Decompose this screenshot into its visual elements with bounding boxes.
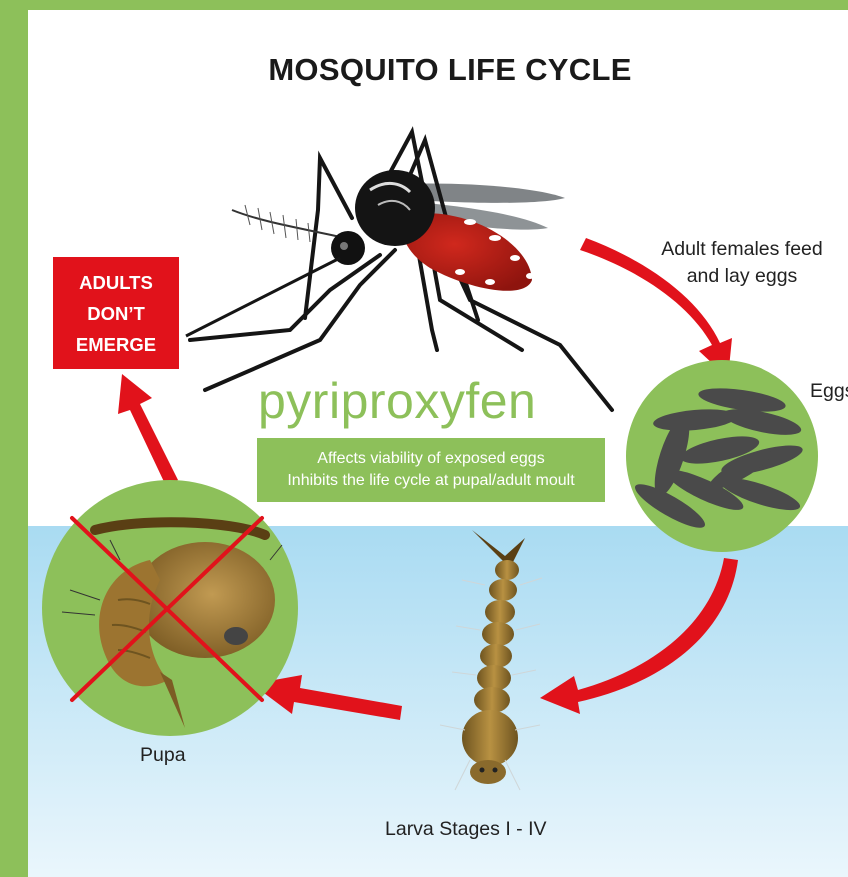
adult-stage-line-2: and lay eggs <box>612 263 848 290</box>
diagram-title: MOSQUITO LIFE CYCLE <box>0 52 848 88</box>
effect-line-1: Affects viability of exposed eggs <box>257 448 605 470</box>
larva-stage-label: Larva Stages I - IV <box>385 818 547 841</box>
eggs-stage-label: Eggs <box>810 380 848 403</box>
adult-stage-label: Adult females feed and lay eggs <box>612 236 848 290</box>
adults-box-line-1: ADULTS <box>53 267 179 298</box>
adults-box-line-2: DON’T <box>53 298 179 329</box>
effect-line-2: Inhibits the life cycle at pupal/adult m… <box>257 470 605 492</box>
adults-dont-emerge-box: ADULTS DON’T EMERGE <box>53 257 179 369</box>
pupa-illustration <box>42 480 298 736</box>
adult-stage-line-1: Adult females feed <box>612 236 848 263</box>
adults-box-line-3: EMERGE <box>53 329 179 360</box>
product-name: pyriproxyfen <box>258 372 536 430</box>
product-effects-box: Affects viability of exposed eggs Inhibi… <box>257 438 605 502</box>
pupa-stage-label: Pupa <box>140 744 186 767</box>
eggs-illustration <box>626 360 818 552</box>
